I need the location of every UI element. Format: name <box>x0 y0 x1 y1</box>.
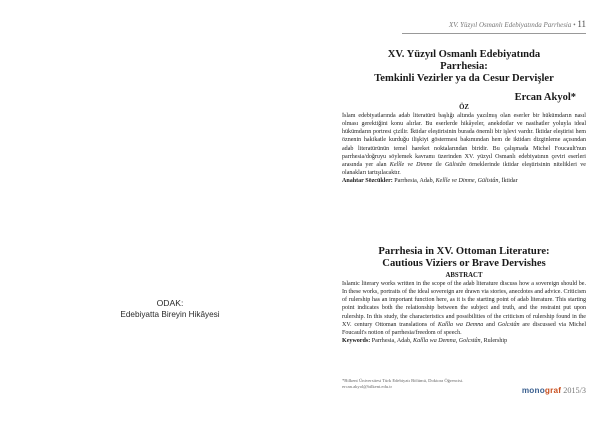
author-name: Ercan Akyol* <box>514 92 576 103</box>
title-tr-line2: Parrhesia: <box>440 61 488 72</box>
section-caption: ODAK: Edebiyatta Bireyin Hikâyesi <box>95 298 245 320</box>
title-tr-line1: XV. Yüzyıl Osmanlı Edebiyatında <box>387 49 541 60</box>
journal-issue: 2015/3 <box>561 386 586 395</box>
footnote-email: ercan.akyol@bilkent.edu.tr <box>342 384 393 390</box>
article-title-english: Parrhesia in XV. Ottoman Literature: Cau… <box>342 246 586 270</box>
section-label: ODAK: <box>156 298 184 308</box>
abstract-tr-heading: ÖZ <box>459 104 469 111</box>
abstract-tr-title2: Gülistân <box>444 161 466 168</box>
keywords-tr-c: , <box>474 178 478 185</box>
page-number: 11 <box>577 19 586 29</box>
running-head-separator: • <box>573 21 576 29</box>
abstract-en-end: are discussed via Michel Foucault's noti… <box>342 321 587 336</box>
brand-logo-part1: mono <box>521 386 545 395</box>
keywords-tr-label: Anahtar Sözcükler: <box>342 178 393 185</box>
keywords-en-c: , <box>455 338 459 345</box>
abstract-tr-end: örneklerinde iktidar eleştirisinin nitel… <box>342 161 586 177</box>
keywords-en-e: , Rulership <box>480 338 508 345</box>
left-page: ODAK: Edebiyatta Bireyin Hikâyesi <box>95 298 245 320</box>
keywords-tr-d: Gülistân <box>477 178 499 185</box>
author-footnote: *Bilkent Üniversitesi Türk Edebiyatı Böl… <box>342 378 463 390</box>
running-head-text: XV. Yüzyıl Osmanlı Edebiyatında Parrhesi… <box>448 21 572 29</box>
abstract-en-mid: and <box>483 321 498 328</box>
keywords-tr-b: Kelîle ve Dimne <box>435 178 475 185</box>
article-title-turkish: XV. Yüzyıl Osmanlı Edebiyatında Parrhesi… <box>342 49 586 85</box>
keywords-tr-e: , İktidar <box>498 178 518 185</box>
title-en-line2: Cautious Viziers or Brave Dervishes <box>382 258 546 269</box>
keywords-tr-a: Parrhesia, Adab, <box>392 178 436 185</box>
running-head: XV. Yüzyıl Osmanlı Edebiyatında Parrhesi… <box>449 19 586 29</box>
abstract-tr-mid: ile <box>432 161 445 168</box>
keywords-en-a: Parrhesia, Adab, <box>370 338 414 345</box>
abstract-en-body: Islamic literary works written in the sc… <box>342 281 586 328</box>
abstract-en-title1: Kalîla wa Demna <box>437 321 484 328</box>
abstract-english: Islamic literary works written in the sc… <box>342 280 586 345</box>
keywords-en-b: Kalîla wa Demna <box>413 338 456 345</box>
title-en-line1: Parrhesia in XV. Ottoman Literature: <box>378 246 550 257</box>
header-rule <box>402 33 586 34</box>
abstract-en-heading: ABSTRACT <box>445 272 483 279</box>
abstract-tr-title1: Kelîle ve Dimne <box>389 161 433 168</box>
journal-brand: monograf 2015/3 <box>522 386 586 395</box>
abstract-en-title2: Golcstân <box>497 321 520 328</box>
abstract-turkish: İslam edebiyatlarında adab literatürü ba… <box>342 112 586 185</box>
keywords-en-d: Golcstân <box>458 338 481 345</box>
title-tr-line3: Temkinli Vezirler ya da Cesur Dervişler <box>374 73 554 84</box>
keywords-en-label: Keywords: <box>342 338 371 345</box>
brand-logo-part2: graf <box>544 386 562 395</box>
footnote-affiliation: *Bilkent Üniversitesi Türk Edebiyatı Böl… <box>342 378 464 383</box>
abstract-tr-body: İslam edebiyatlarında adab literatürü ba… <box>342 113 586 168</box>
right-page: XV. Yüzyıl Osmanlı Edebiyatında Parrhesi… <box>342 0 586 437</box>
section-title: Edebiyatta Bireyin Hikâyesi <box>120 310 220 319</box>
